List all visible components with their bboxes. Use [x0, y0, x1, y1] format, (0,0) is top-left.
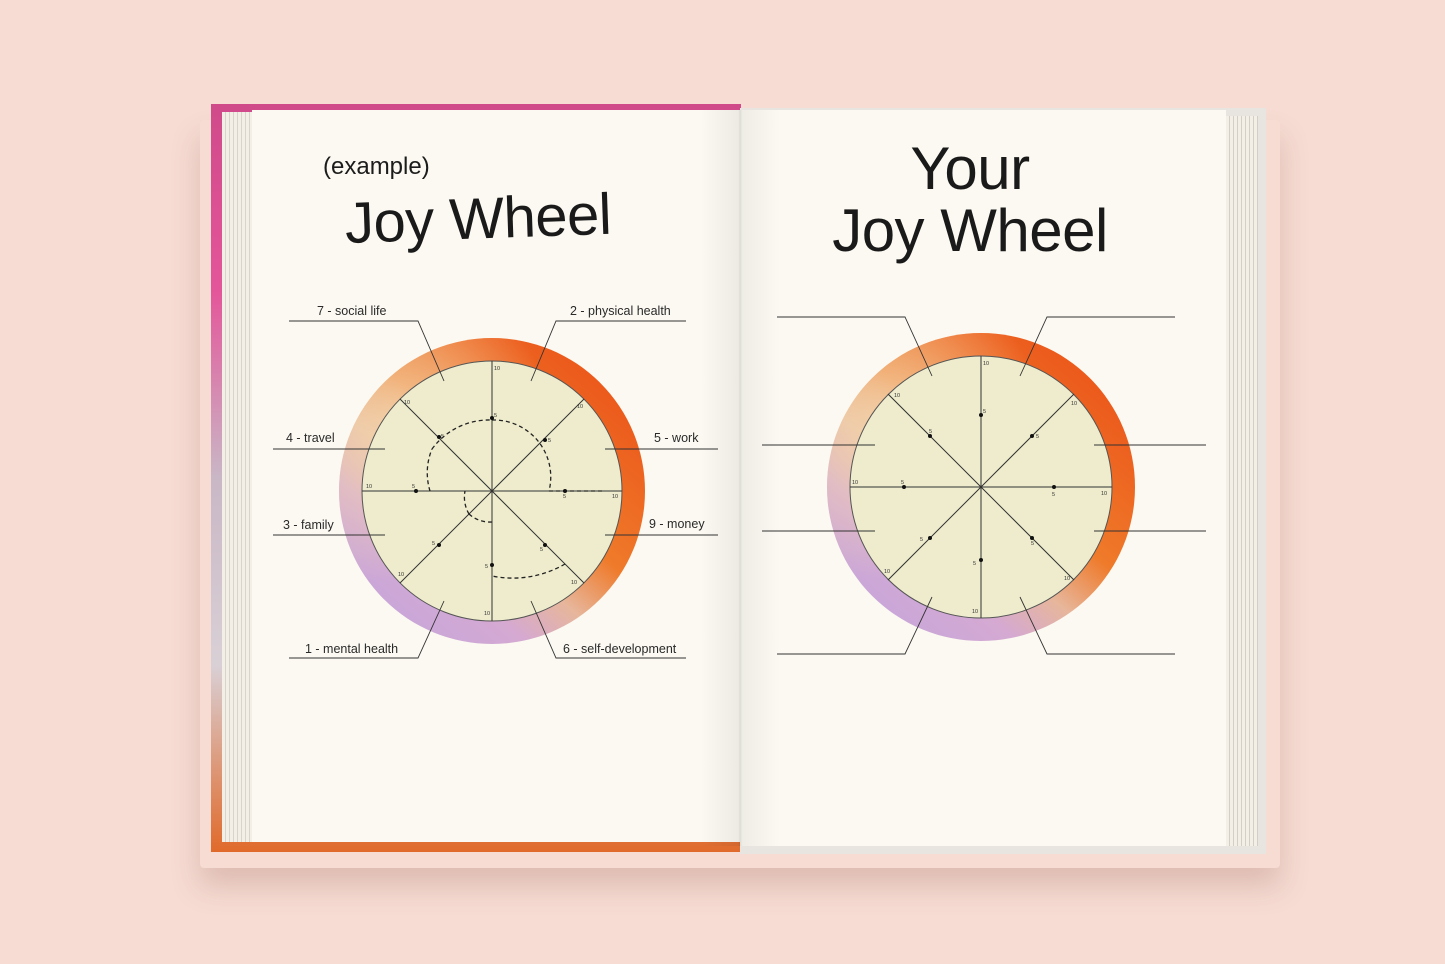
svg-text:10: 10 — [1064, 576, 1070, 582]
svg-text:5: 5 — [1052, 492, 1055, 498]
svg-text:5: 5 — [412, 484, 415, 490]
svg-text:10: 10 — [494, 366, 500, 372]
svg-text:10: 10 — [983, 361, 989, 367]
svg-text:5: 5 — [973, 561, 976, 567]
example-label: (example) — [323, 153, 430, 180]
right-wheel-leaders — [762, 316, 1206, 655]
svg-text:10: 10 — [972, 609, 978, 615]
left-wheel-ticks: 10 5 10 5 10 5 10 5 10 5 10 5 10 5 10 5 — [366, 366, 618, 617]
svg-text:5: 5 — [1031, 541, 1034, 547]
svg-text:10: 10 — [571, 580, 577, 586]
left-wheel-leaders — [273, 320, 718, 659]
svg-text:10: 10 — [894, 393, 900, 399]
right-title-line2: Joy Wheel — [832, 197, 1108, 264]
right-wheel-ticks: 10 5 10 5 10 5 10 5 10 5 10 5 10 5 10 5 — [852, 361, 1107, 615]
label-physical-health: 2 - physical health — [570, 304, 671, 318]
svg-text:10: 10 — [484, 611, 490, 617]
label-work: 5 - work — [654, 431, 699, 445]
svg-text:10: 10 — [1101, 491, 1107, 497]
right-wheel-spokes — [850, 356, 1112, 618]
svg-text:5: 5 — [929, 429, 932, 435]
label-travel: 4 - travel — [286, 431, 335, 445]
right-page-title: Your Joy Wheel — [800, 138, 1140, 262]
label-self-development: 6 - self-development — [563, 642, 677, 656]
svg-text:5: 5 — [920, 537, 923, 543]
right-title-line1: Your — [910, 135, 1030, 202]
svg-text:10: 10 — [577, 404, 583, 410]
svg-text:5: 5 — [441, 434, 444, 440]
label-family: 3 - family — [283, 518, 334, 532]
svg-text:5: 5 — [485, 564, 488, 570]
svg-text:5: 5 — [432, 541, 435, 547]
svg-text:10: 10 — [366, 484, 372, 490]
left-wheel-score-arcs — [426, 419, 603, 579]
right-joy-wheel: 10 5 10 5 10 5 10 5 10 5 10 5 10 5 10 5 — [762, 316, 1206, 655]
svg-text:5: 5 — [540, 547, 543, 553]
label-mental-health: 1 - mental health — [305, 642, 398, 656]
left-joy-wheel: 10 5 10 5 10 5 10 5 10 5 10 5 10 5 10 5 — [273, 304, 718, 659]
left-wheel-dots — [414, 416, 567, 567]
svg-text:10: 10 — [884, 569, 890, 575]
left-wheel-spokes — [362, 361, 622, 621]
svg-text:5: 5 — [1036, 434, 1039, 440]
label-money: 9 - money — [649, 517, 705, 531]
svg-text:5: 5 — [901, 480, 904, 486]
svg-text:10: 10 — [398, 572, 404, 578]
svg-text:10: 10 — [612, 494, 618, 500]
svg-text:10: 10 — [1071, 401, 1077, 407]
svg-text:5: 5 — [983, 409, 986, 415]
label-social-life: 7 - social life — [317, 304, 387, 318]
svg-text:5: 5 — [548, 438, 551, 444]
svg-text:5: 5 — [563, 494, 566, 500]
svg-text:10: 10 — [852, 480, 858, 486]
left-wheel-labels: 7 - social life 2 - physical health 4 - … — [283, 304, 705, 656]
svg-text:5: 5 — [494, 413, 497, 419]
right-wheel-dots — [902, 413, 1056, 562]
page-edges-right — [1222, 116, 1258, 846]
svg-text:10: 10 — [404, 400, 410, 406]
